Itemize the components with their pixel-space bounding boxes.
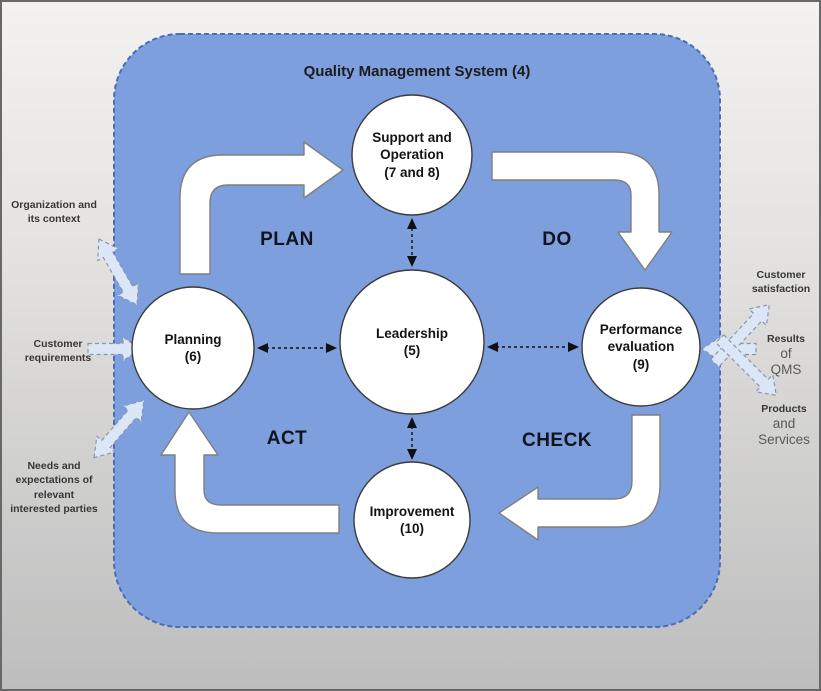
act-flow-arrow [160, 411, 340, 534]
organization-io-arrow [97, 238, 139, 306]
connector-arrowhead [257, 343, 268, 353]
check-phase-label: CHECK [521, 430, 593, 451]
connector-arrowhead [407, 218, 417, 229]
customer-requirements-label: Customer requirements [24, 338, 92, 365]
results-rest-text: of QMS [770, 346, 802, 378]
improvement-node-label: Improvement (10) [369, 503, 455, 536]
connector-arrowhead [568, 342, 579, 352]
connector-arrowhead [487, 342, 498, 352]
check-flow-arrow [498, 414, 661, 541]
connector-arrowhead [407, 449, 417, 460]
performance-node-circle [581, 287, 701, 407]
output-downright-arrow [715, 334, 777, 396]
do-phase-label: DO [542, 229, 572, 250]
customer-requirements-arrow [87, 336, 141, 362]
connector-arrowhead [407, 417, 417, 428]
plan-phase-label: PLAN [260, 229, 314, 250]
improvement-node-circle [353, 461, 471, 579]
needs-io-arrow [93, 399, 145, 459]
connector-arrowhead [407, 256, 417, 267]
results-of-qms-label: Results of QMS [750, 332, 819, 378]
planning-node-label: Planning (6) [164, 331, 222, 364]
connector-arrowhead [326, 343, 337, 353]
leadership-node-circle [339, 269, 485, 415]
products-services-label: Products and Services [746, 402, 819, 448]
customer-satisfaction-label: Customer satisfaction [740, 268, 819, 297]
leadership-node-label: Leadership (5) [375, 325, 449, 358]
plan-flow-arrow [179, 141, 344, 275]
act-phase-label: ACT [266, 428, 308, 449]
results-strong-text: Results [767, 333, 805, 345]
performance-node-label: Performance evaluation (9) [599, 322, 683, 372]
products-strong-text: Products [761, 403, 807, 415]
organization-context-label: Organization and its context [11, 199, 97, 226]
do-flow-arrow [491, 151, 673, 271]
customer-satisfaction-text: Customer satisfaction [751, 269, 811, 296]
support-node-label: Support and Operation (7 and 8) [372, 130, 452, 180]
diagram-title: Quality Management System (4) [303, 63, 531, 80]
needs-expectations-label: Needs and expectations of relevant inter… [10, 460, 98, 516]
support-node-circle [351, 94, 473, 216]
products-rest-text: and Services [758, 416, 810, 448]
planning-node-circle [131, 286, 255, 410]
